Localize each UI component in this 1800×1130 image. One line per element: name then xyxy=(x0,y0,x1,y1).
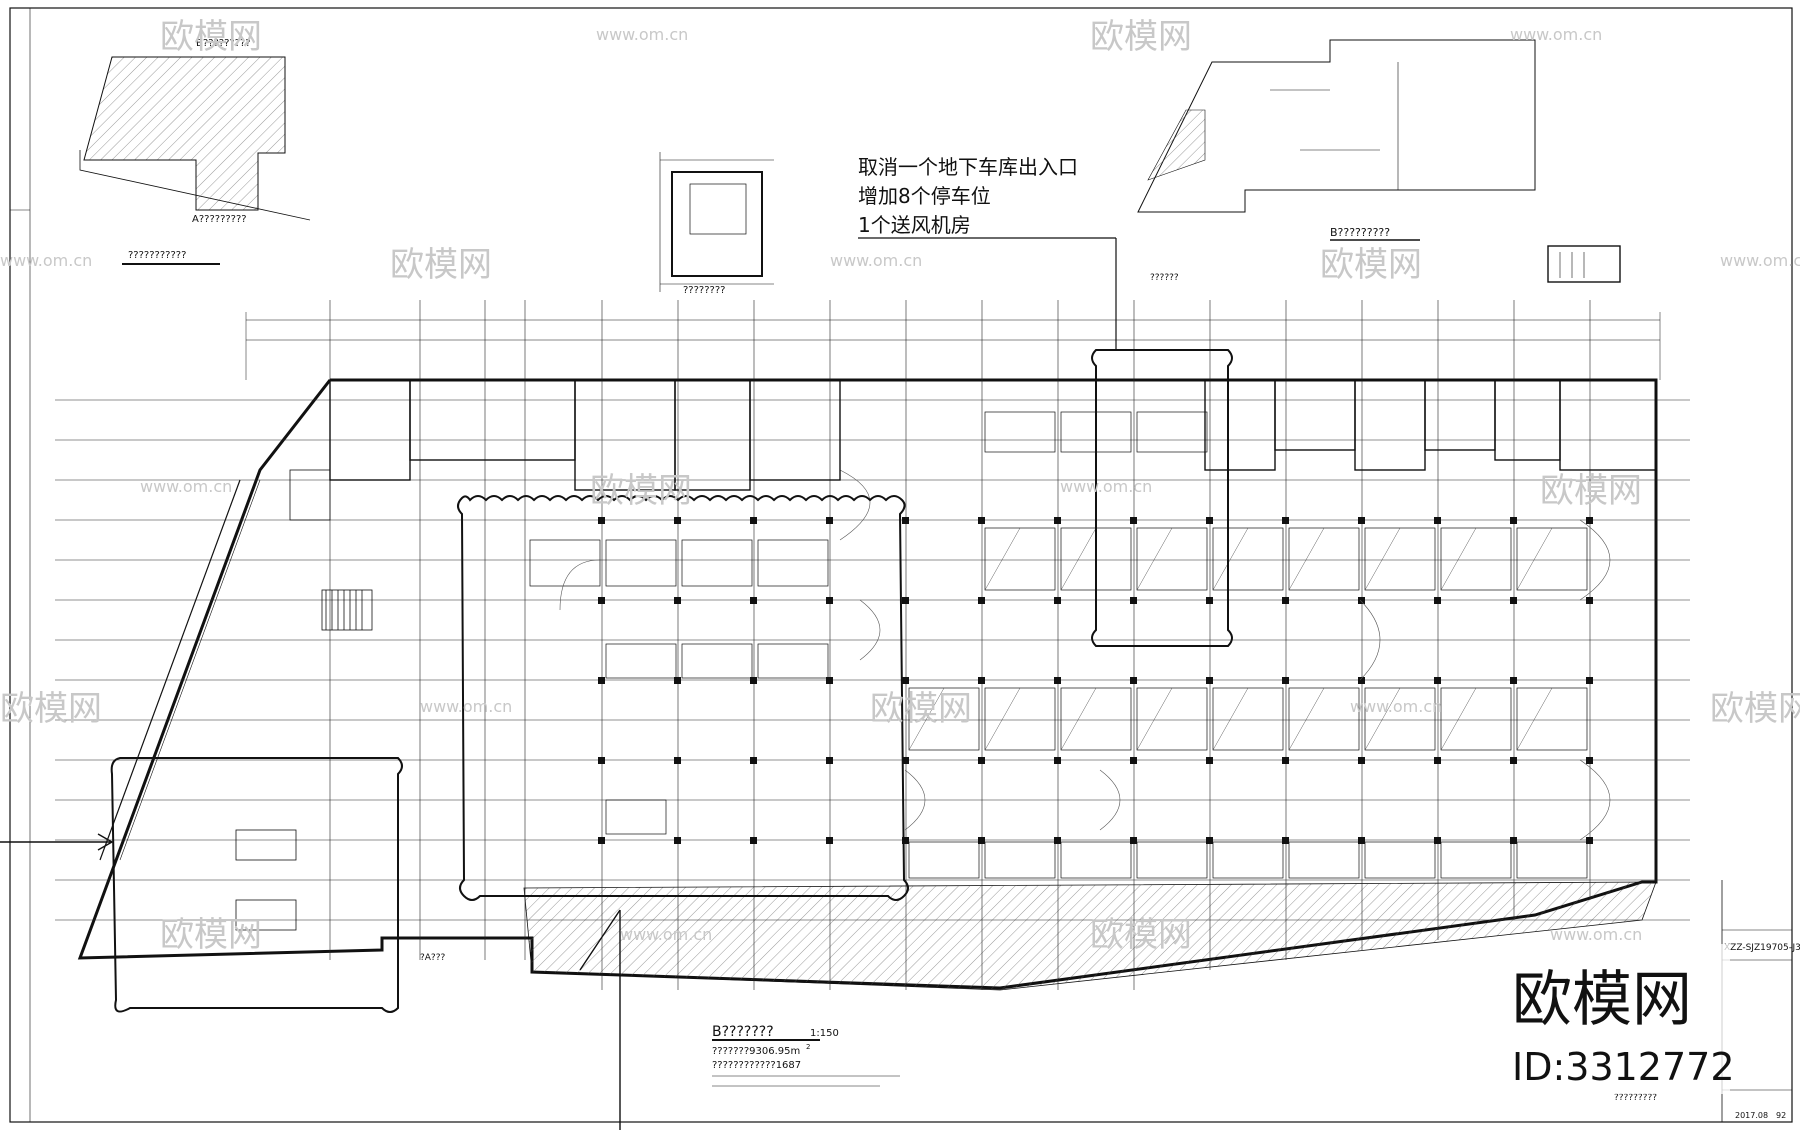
watermark-url: www.om.cn xyxy=(420,697,512,716)
plan-area: ???????9306.95m xyxy=(712,1046,800,1057)
plan-title: B??????? xyxy=(712,1024,774,1040)
stair-inset xyxy=(659,152,774,292)
watermark-url: www.om.cn xyxy=(830,251,922,270)
annotation-line-2: 增加8个停车位 xyxy=(858,184,991,208)
small-stair-detail xyxy=(1547,245,1621,283)
sheet-number: 92 xyxy=(1776,1111,1786,1120)
watermark-brand: 欧模网 xyxy=(1710,689,1800,729)
watermark-url: www.om.cn xyxy=(1550,925,1642,944)
watermark-brand: 欧模网 xyxy=(1090,17,1192,57)
plan-scale: 1:150 xyxy=(810,1028,839,1039)
watermark-url: www.om.cn xyxy=(1060,477,1152,496)
watermark-layer: 欧模网 www.om.cn 欧模网 www.om.cn www.om.cn 欧模… xyxy=(0,17,1800,955)
sheet-border xyxy=(9,7,1793,1123)
watermark-brand: 欧模网 xyxy=(390,245,492,285)
sheet-date: 2017.08 xyxy=(1735,1111,1768,1120)
watermark-url: www.om.cn xyxy=(1720,251,1800,270)
watermark-big-brand: 欧模网 xyxy=(1512,965,1692,1035)
watermark-url: www.om.cn xyxy=(620,925,712,944)
watermark-url: www.om.cn xyxy=(0,251,92,270)
key-plan-caption: ??????????? xyxy=(128,250,186,261)
watermark-brand: 欧模网 xyxy=(870,689,972,729)
key-plan-top-label: B????????? xyxy=(196,38,251,49)
revision-cloud-left xyxy=(110,757,403,1013)
watermark-brand: 欧模网 xyxy=(160,915,262,955)
site-inset xyxy=(1137,39,1536,213)
left-small-label: ?A??? xyxy=(420,953,445,963)
watermark-brand: 欧模网 xyxy=(1090,915,1192,955)
watermark-url: www.om.cn xyxy=(140,477,232,496)
watermark-brand: 欧模网 xyxy=(1540,471,1642,511)
plan-count: ????????????1687 xyxy=(712,1060,801,1071)
annotation-line-1: 取消一个地下车库出入口 xyxy=(858,155,1078,179)
stair-inset-caption: ???????? xyxy=(683,285,725,296)
watermark-brand: 欧模网 xyxy=(160,17,262,57)
key-plan xyxy=(79,56,311,265)
inset-b-subtitle: ?????? xyxy=(1150,273,1179,283)
watermark-url: www.om.cn xyxy=(1510,25,1602,44)
bottom-right-note: ????????? xyxy=(1614,1093,1657,1103)
watermark-id: ID:3312772 xyxy=(1512,1045,1735,1089)
watermark-brand: 欧模网 xyxy=(590,471,692,511)
plan-area-sup: 2 xyxy=(806,1043,810,1051)
inset-b-title: B????????? xyxy=(1330,226,1390,239)
watermark-brand: 欧模网 xyxy=(1320,245,1422,285)
revision-cloud-center xyxy=(457,495,909,901)
annotation-line-3: 1个送风机房 xyxy=(858,213,971,237)
revision-cloud-right xyxy=(1091,349,1233,647)
key-plan-bottom-label: A????????? xyxy=(192,214,247,225)
watermark-brand: 欧模网 xyxy=(0,689,102,729)
drawing-number: XZZ-SJZ19705-J3 xyxy=(1724,943,1800,953)
floor-plan: ?A??? xyxy=(0,300,1690,1130)
watermark-url: www.om.cn xyxy=(596,25,688,44)
watermark-url: www.om.cn xyxy=(1350,697,1442,716)
